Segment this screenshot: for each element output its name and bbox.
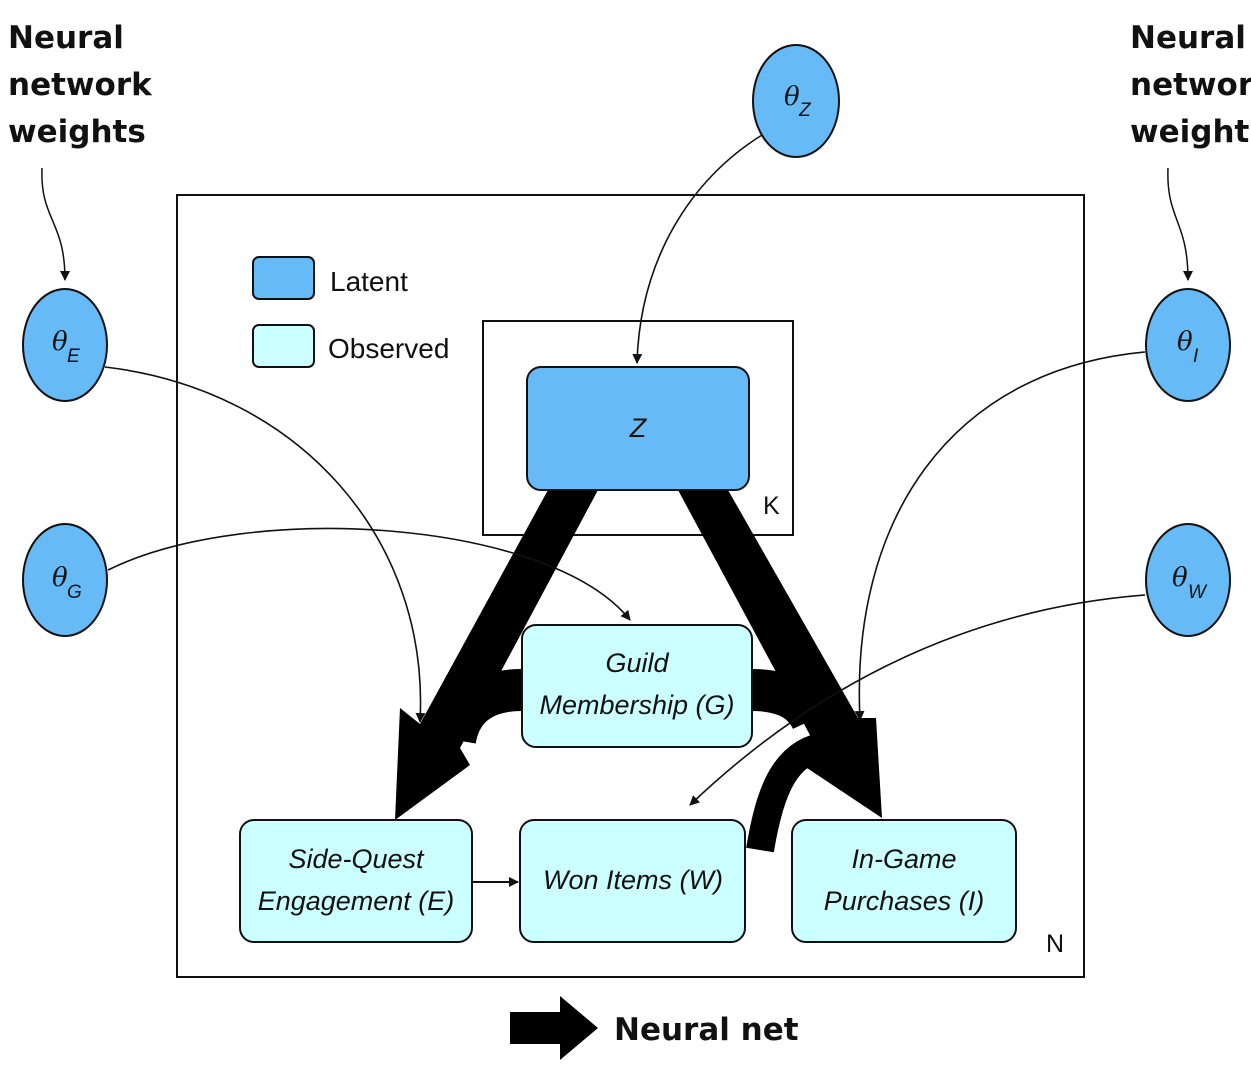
node-theta-z: θ Z <box>752 44 840 158</box>
right-weights-line-3: weights <box>1130 114 1251 150</box>
node-label: Won Items (W) <box>543 865 723 895</box>
node-label-line-1: Side-Quest <box>288 844 425 874</box>
left-weights-label: Neural network weights <box>8 20 153 150</box>
arrow-theta-w-to-w <box>689 594 1146 806</box>
legend-observed-swatch <box>252 324 315 368</box>
neural-net-arrow-g-to-i <box>751 669 832 730</box>
plate-n-label: N <box>1046 930 1064 958</box>
node-label-line-1: Guild <box>605 648 669 678</box>
legend-latent-label: Latent <box>330 266 408 297</box>
theta-symbol: θ <box>784 82 800 112</box>
neural-net-arrow-w-to-i <box>746 731 833 853</box>
plate-k-label: K <box>763 492 780 520</box>
plate-k <box>482 320 794 536</box>
node-z-label: Z <box>629 413 648 443</box>
theta-subscript: E <box>67 346 80 367</box>
theta-symbol: θ <box>1177 327 1193 357</box>
left-weights-line-1: Neural <box>8 20 124 56</box>
arrow-theta-e-to-e <box>104 366 426 723</box>
theta-subscript: G <box>67 582 82 603</box>
node-guild-membership: Guild Membership (G) <box>521 624 753 748</box>
right-weights-label: Neural network weights <box>1130 20 1251 150</box>
neural-net-arrow-g-to-e <box>434 669 523 745</box>
node-theta-e: θ E <box>22 288 108 402</box>
neural-net-arrow-z-to-i <box>678 490 882 818</box>
arrow-theta-i-to-i <box>854 351 1146 721</box>
left-weights-line-3: weights <box>8 114 146 150</box>
theta-subscript: W <box>1188 582 1208 603</box>
node-label-line-2: Purchases (I) <box>824 886 985 916</box>
node-won-items: Won Items (W) <box>519 819 746 943</box>
legend-neural-net-label: Neural net <box>614 1012 799 1048</box>
theta-subscript: Z <box>798 100 812 121</box>
right-weights-line-1: Neural <box>1130 20 1246 56</box>
node-label-line-2: Engagement (E) <box>258 886 455 916</box>
node-theta-w: θ W <box>1145 523 1231 637</box>
legend-observed-label: Observed <box>328 333 449 364</box>
theta-subscript: I <box>1193 346 1199 367</box>
plate-n <box>176 194 1085 978</box>
arrow-theta-z-to-z <box>632 134 763 364</box>
left-weights-line-2: network <box>8 67 153 103</box>
right-weights-arrow <box>1167 167 1193 281</box>
node-theta-g: θ G <box>22 523 108 637</box>
node-in-game-purchases: In-Game Purchases (I) <box>791 819 1017 943</box>
node-label-line-2: Membership (G) <box>539 690 734 720</box>
theta-symbol: θ <box>52 563 68 593</box>
theta-symbol: θ <box>1172 563 1188 593</box>
left-weights-arrow <box>41 167 70 281</box>
legend-latent-swatch <box>252 256 315 300</box>
node-side-quest-engagement: Side-Quest Engagement (E) <box>239 819 473 943</box>
node-z <box>526 366 750 491</box>
right-weights-line-2: network <box>1130 67 1251 103</box>
neural-net-legend-arrow-icon <box>510 996 598 1060</box>
neural-net-arrows <box>395 490 882 853</box>
arrow-theta-g-to-g <box>107 527 631 621</box>
node-theta-i: θ I <box>1145 288 1231 402</box>
theta-symbol: θ <box>52 327 68 357</box>
node-label-line-1: In-Game <box>851 844 956 874</box>
